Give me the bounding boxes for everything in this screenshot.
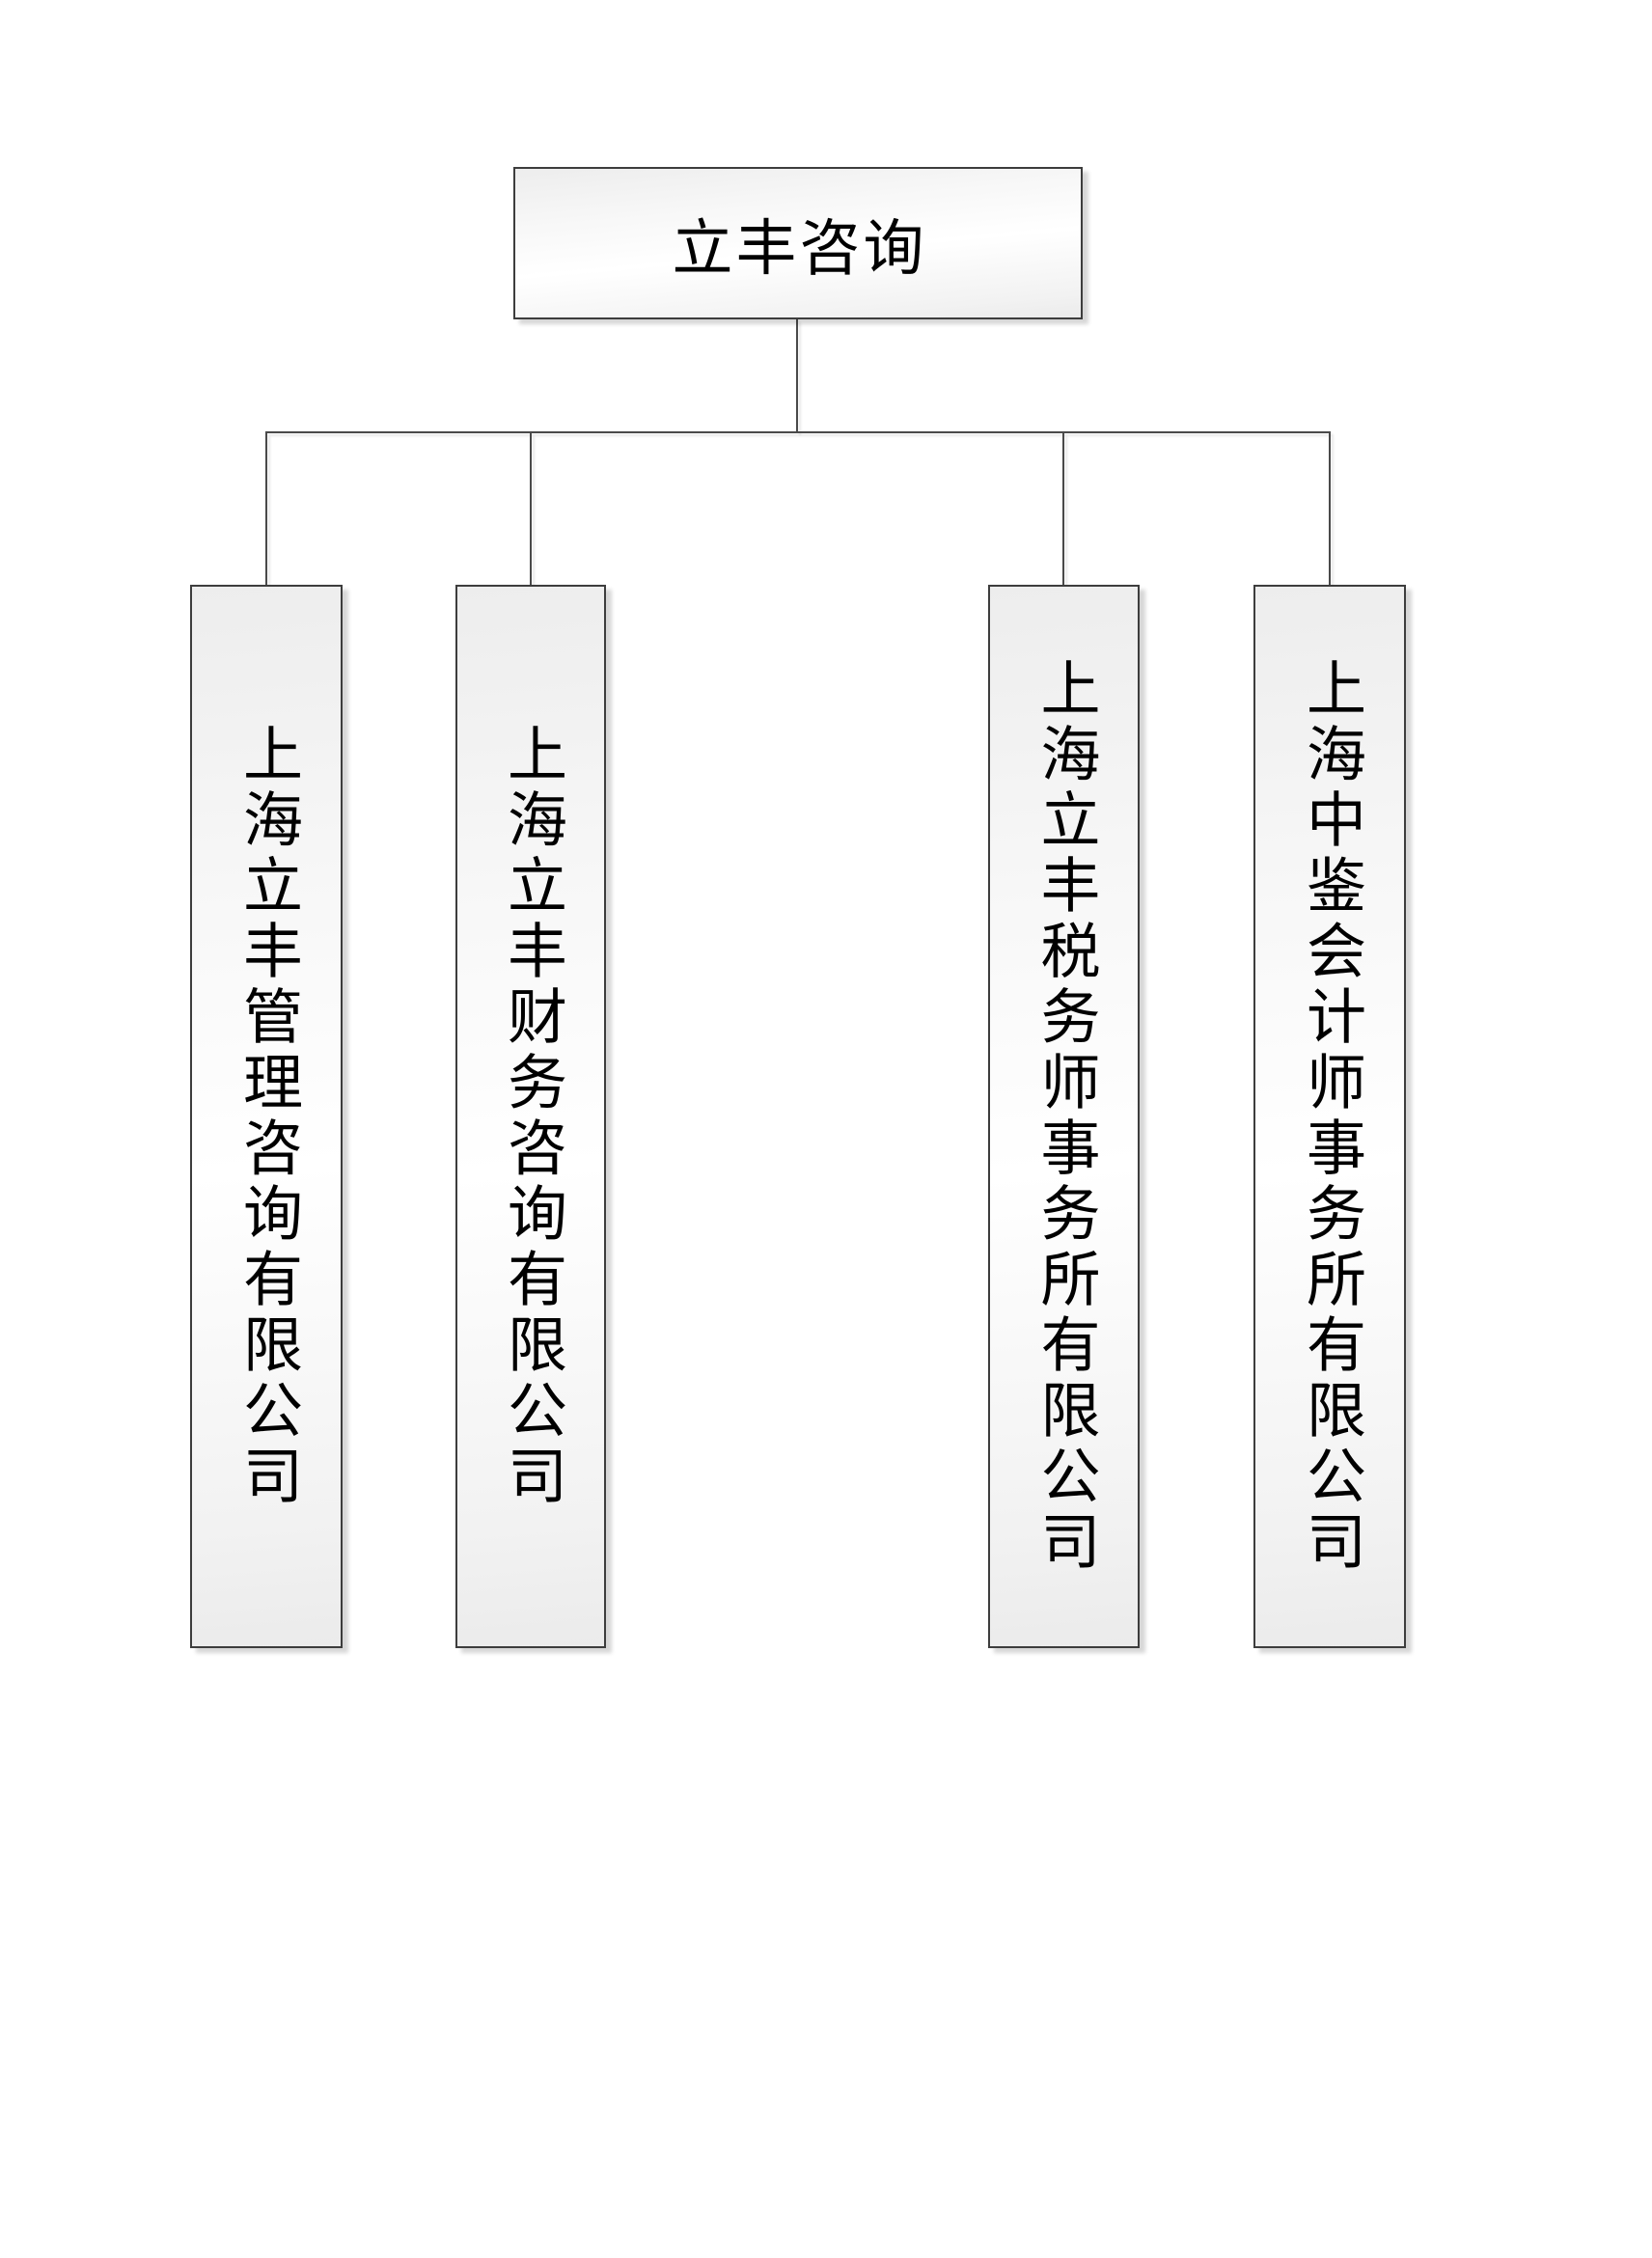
connector-root-stem	[796, 319, 798, 432]
child-node-4-box[interactable]: 上海中鉴会计师事务所有限公司	[1253, 585, 1406, 1648]
connector-drop-2	[530, 433, 532, 586]
child-node-3-box[interactable]: 上海立丰税务师事务所有限公司	[988, 585, 1140, 1648]
child-node-2-box[interactable]: 上海立丰财务咨询有限公司	[455, 585, 606, 1648]
child-node-1-box[interactable]: 上海立丰管理咨询有限公司	[190, 585, 343, 1648]
root-node-label: 立丰咨询	[672, 214, 927, 283]
connector-drop-1	[265, 433, 267, 586]
connector-horizontal-rail	[265, 431, 1331, 433]
child-node-1-label: 上海立丰管理咨询有限公司	[234, 723, 299, 1510]
child-node-4-label: 上海中鉴会计师事务所有限公司	[1297, 657, 1363, 1576]
root-node-box[interactable]: 立丰咨询	[513, 167, 1083, 319]
child-node-2-label: 上海立丰财务咨询有限公司	[498, 723, 564, 1510]
connector-drop-4	[1329, 433, 1331, 586]
child-node-3-label: 上海立丰税务师事务所有限公司	[1031, 657, 1097, 1576]
connector-drop-3	[1062, 433, 1064, 586]
